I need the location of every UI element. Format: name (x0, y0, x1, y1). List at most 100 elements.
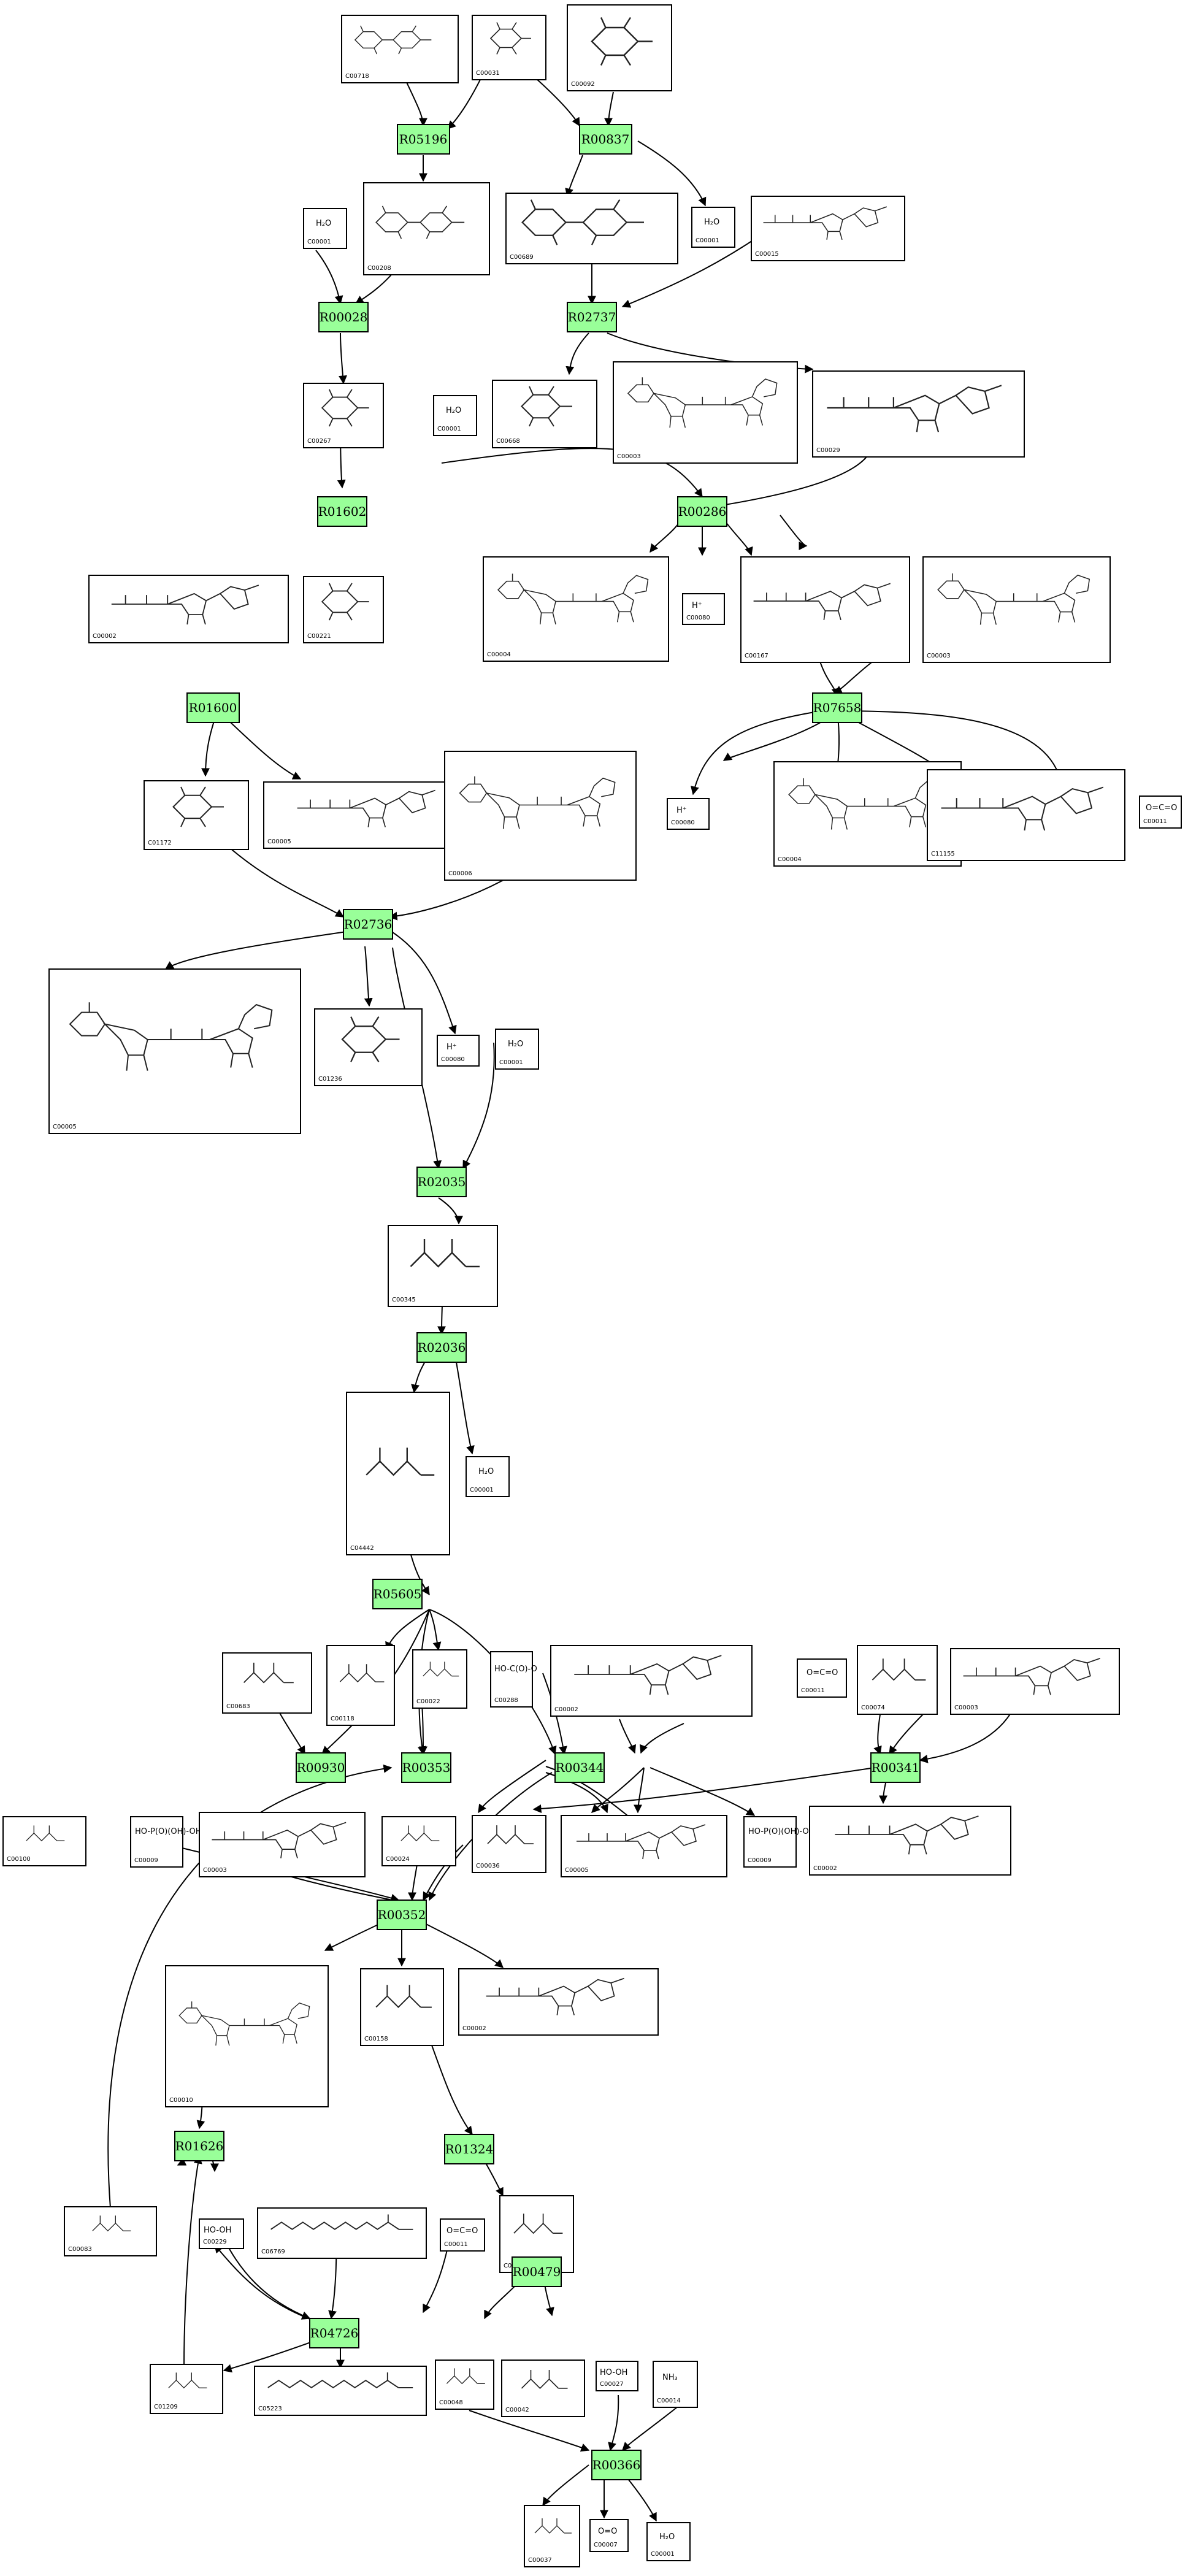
compound-c00036[interactable]: C00036 (472, 1815, 546, 1873)
reaction-r01324[interactable]: R01324 (444, 2134, 494, 2164)
compound-c00080-b[interactable]: H⁺C00080 (667, 798, 710, 830)
compound-c00002-d[interactable]: C00002 (458, 1968, 659, 2036)
compound-c00083[interactable]: C00083 (64, 2206, 157, 2256)
compound-c00005-c[interactable]: C00005 (561, 1815, 727, 1877)
compound-c01236[interactable]: C01236 (314, 1008, 423, 1086)
formula: H₂O (659, 2532, 675, 2542)
compound-c06769[interactable]: C06769 (257, 2207, 427, 2259)
compound-c00221[interactable]: C00221 (303, 576, 384, 643)
reaction-r05196[interactable]: R05196 (397, 124, 450, 155)
compound-c00003-a[interactable]: C00003 (613, 361, 798, 464)
compound-c00003-c[interactable]: C00003 (950, 1648, 1120, 1715)
compound-label: C00004 (487, 651, 511, 658)
reaction-r00930[interactable]: R00930 (296, 1752, 346, 1783)
reaction-r01626[interactable]: R01626 (174, 2131, 224, 2161)
reaction-r00286[interactable]: R00286 (677, 496, 727, 527)
compound-c00006[interactable]: C00006 (444, 751, 637, 881)
compound-c11155[interactable]: C11155 (927, 769, 1125, 861)
compound-c00208[interactable]: C00208 (363, 182, 490, 275)
compound-c00167[interactable]: C00167 (740, 556, 910, 663)
compound-c00042[interactable]: C00042 (501, 2359, 585, 2417)
compound-c00031[interactable]: C00031 (472, 15, 546, 80)
compound-c00267[interactable]: C00267 (303, 383, 384, 448)
compound-c00668[interactable]: C00668 (492, 380, 597, 448)
compound-label: C00022 (416, 1698, 440, 1705)
compound-c00002-c[interactable]: C00002 (809, 1806, 1011, 1876)
reaction-r02736[interactable]: R02736 (343, 909, 393, 940)
formula: H⁺ (676, 806, 687, 815)
reaction-r07658[interactable]: R07658 (812, 692, 862, 723)
compound-c00080-c[interactable]: H⁺C00080 (437, 1035, 480, 1067)
compound-c00074[interactable]: C00074 (857, 1645, 938, 1715)
compound-c05223[interactable]: C05223 (254, 2366, 427, 2416)
compound-label: C00011 (1143, 818, 1167, 825)
reaction-r00837[interactable]: R00837 (579, 124, 632, 155)
compound-c00024[interactable]: C00024 (381, 1816, 456, 1866)
compound-c00048[interactable]: C00048 (435, 2359, 494, 2410)
compound-c00092[interactable]: C00092 (567, 4, 672, 91)
compound-c04442[interactable]: C04442 (346, 1392, 450, 1555)
compound-c00004-a[interactable]: C00004 (483, 556, 669, 662)
compound-c00118[interactable]: C00118 (326, 1645, 395, 1726)
compound-c00718[interactable]: C00718 (341, 15, 459, 83)
reaction-r00028[interactable]: R00028 (318, 302, 369, 332)
compound-c00015[interactable]: C00015 (751, 196, 905, 261)
compound-c00029[interactable]: C00029 (812, 370, 1025, 458)
reaction-r05605[interactable]: R05605 (372, 1579, 423, 1609)
compound-c00683[interactable]: C00683 (222, 1652, 312, 1714)
reaction-r01600[interactable]: R01600 (186, 692, 240, 723)
compound-c00005-a[interactable]: C00005 (263, 781, 476, 849)
reaction-r00341[interactable]: R00341 (870, 1752, 921, 1783)
compound-c00080-a[interactable]: H⁺C00080 (682, 593, 725, 625)
compound-c00003-b[interactable]: C00003 (922, 556, 1111, 663)
compound-label: C01209 (154, 2404, 178, 2410)
compound-label: C00015 (755, 251, 779, 258)
compound-c00002-b[interactable]: C00002 (550, 1645, 753, 1717)
compound-c00037[interactable]: C00037 (524, 2505, 580, 2567)
compound-c00022[interactable]: C00022 (412, 1649, 467, 1709)
reaction-r00352[interactable]: R00352 (377, 1899, 427, 1930)
compound-c00002-a[interactable]: C00002 (88, 575, 289, 643)
compound-c00003-d[interactable]: C00003 (199, 1812, 366, 1877)
compound-label: C01172 (148, 840, 172, 846)
compound-c00689[interactable]: C00689 (505, 193, 678, 264)
compound-c01172[interactable]: C01172 (144, 780, 249, 850)
compound-label: C00167 (745, 653, 768, 659)
compound-label: C00042 (505, 2407, 529, 2413)
compound-label: C00001 (307, 239, 331, 245)
reaction-r02737[interactable]: R02737 (567, 302, 617, 332)
compound-label: C01236 (318, 1076, 342, 1083)
reaction-r00366[interactable]: R00366 (591, 2450, 642, 2480)
reaction-r00479[interactable]: R00479 (512, 2256, 562, 2287)
compound-label: C00036 (476, 1863, 500, 1869)
compound-label: C00027 (600, 2381, 624, 2388)
compound-c00010[interactable]: C00010 (165, 1965, 329, 2107)
compound-c00158[interactable]: C00158 (360, 1968, 444, 2046)
reaction-r00353[interactable]: R00353 (401, 1752, 451, 1783)
compound-c00005-b[interactable]: C00005 (48, 968, 301, 1134)
compound-c00345[interactable]: C00345 (388, 1225, 498, 1307)
reaction-r01602[interactable]: R01602 (317, 496, 367, 527)
compound-c00100[interactable]: C00100 (2, 1816, 86, 1866)
reaction-r04726[interactable]: R04726 (309, 2318, 359, 2348)
reaction-r02035[interactable]: R02035 (416, 1167, 467, 1197)
compound-c01209[interactable]: C01209 (150, 2364, 223, 2414)
reaction-r02036[interactable]: R02036 (416, 1332, 467, 1363)
reaction-r00344[interactable]: R00344 (554, 1752, 605, 1783)
